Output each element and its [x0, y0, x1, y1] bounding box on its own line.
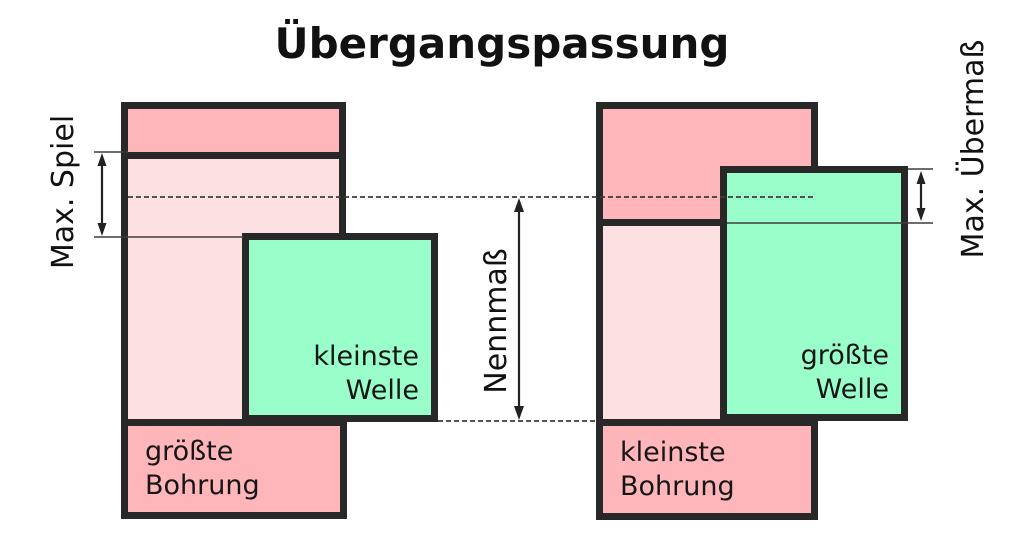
- max-uebermass-arrowhead-bottom: [916, 208, 926, 221]
- left-bore-divider-line: [128, 152, 339, 159]
- left-largest-bore-rect: größte Bohrung: [121, 419, 347, 519]
- left-smallest-shaft-rect: kleinste Welle: [242, 233, 438, 422]
- left-bore-tolerance-rect: [121, 102, 346, 426]
- left-bore-label-line1: größte: [145, 436, 234, 467]
- nennmass-arrowhead-bottom: [514, 406, 524, 420]
- max-uebermass-label: Max. Übermaß: [956, 39, 991, 259]
- max-uebermass-arrowhead-top: [916, 171, 926, 184]
- right-smallest-bore-rect: kleinste Bohrung: [596, 419, 818, 520]
- max-spiel-arrowhead-top: [97, 153, 107, 166]
- max-spiel-label: Max. Spiel: [46, 114, 81, 270]
- nennmass-label: Nennmaß: [479, 248, 514, 394]
- left-bore-label-line2: Bohrung: [145, 470, 260, 501]
- right-largest-shaft-rect: größte Welle: [720, 166, 908, 421]
- right-bore-label-line2: Bohrung: [620, 470, 735, 502]
- right-shaft-label-line1: größte: [800, 340, 889, 371]
- right-bore-label-line1: kleinste: [620, 436, 726, 468]
- max-spiel-arrowhead-bottom: [97, 223, 107, 236]
- nennmass-arrowhead-top: [514, 198, 524, 212]
- left-shaft-label-line1: kleinste: [313, 341, 419, 372]
- right-shaft-label-line2: Welle: [815, 374, 889, 405]
- right-bore-divider-line: [603, 219, 811, 226]
- left-shaft-label-line2: Welle: [345, 375, 419, 406]
- diagram-title: Übergangspassung: [274, 19, 730, 68]
- left-bore-upper-band: [128, 109, 339, 152]
